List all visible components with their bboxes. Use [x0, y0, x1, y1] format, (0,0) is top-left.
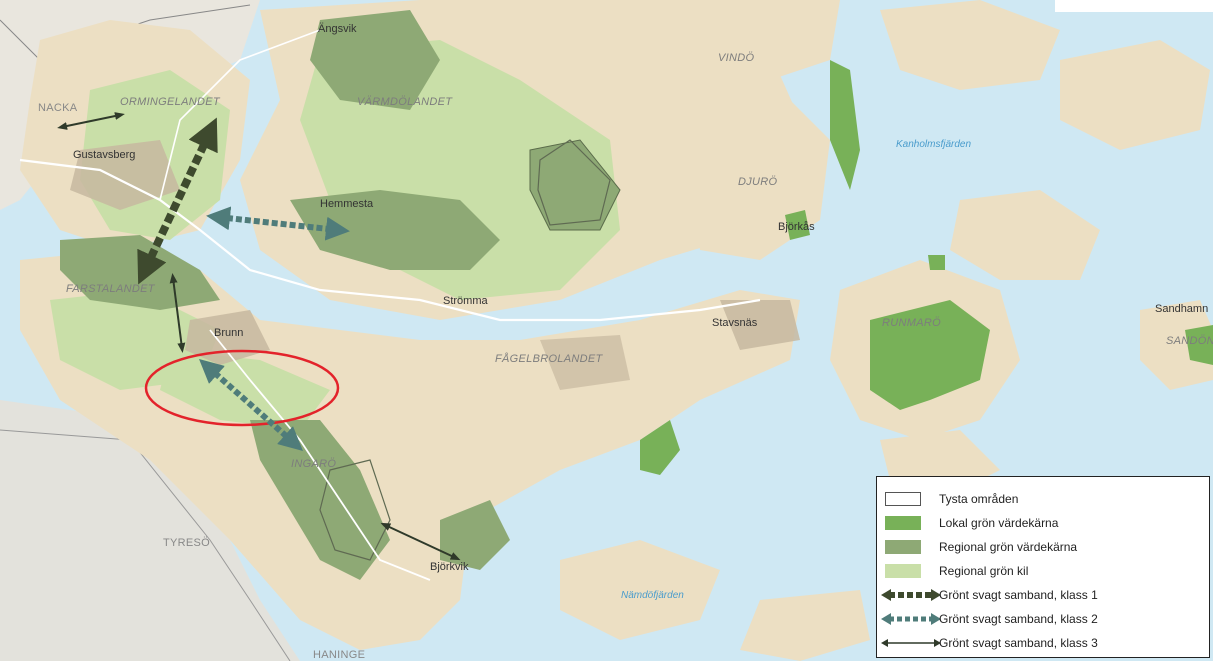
land-south-islands-2	[740, 590, 870, 661]
label-fagelbrolandet: FÅGELBROLANDET	[495, 353, 603, 365]
legend-swatch-tysta	[885, 492, 921, 506]
lokal-gron-vardekarna-sandon	[1185, 325, 1213, 365]
lokal-gron-vardekarna-vindo	[830, 60, 860, 190]
land-east-islands	[880, 0, 1060, 90]
label-ormingelandet: ORMINGELANDET	[120, 96, 220, 108]
label-stromma: Strömma	[443, 295, 488, 307]
label-vindo: VINDÖ	[718, 52, 755, 64]
label-nacka: NACKA	[38, 102, 78, 114]
legend-swatch-regional	[885, 540, 921, 554]
label-runmaro: RUNMARÖ	[882, 317, 941, 329]
label-tyreso: TYRESÖ	[163, 537, 211, 549]
label-bjorkas: Björkås	[778, 221, 815, 233]
label-farstalandet: FARSTALANDET	[66, 283, 155, 295]
legend-label: Lokal grön värdekärna	[939, 516, 1059, 530]
land-south-islands	[560, 540, 720, 640]
lokal-gron-vardekarna-fagelbro	[640, 420, 680, 475]
land-east-islands-3	[950, 190, 1100, 280]
label-bjorkvik: Björkvik	[430, 561, 469, 573]
legend-swatch-lokal	[885, 516, 921, 530]
legend-item-klass2: Grönt svagt samband, klass 2	[877, 609, 1207, 629]
label-hemmesta: Hemmesta	[320, 198, 374, 210]
label-sandhamn: Sandhamn	[1155, 303, 1209, 315]
legend-swatch-kil	[885, 564, 921, 578]
legend-item-klass3: Grönt svagt samband, klass 3	[877, 633, 1207, 653]
land-vindo	[680, 0, 840, 80]
tysta-omraden-varmdo	[537, 139, 611, 226]
arrow-klass2-brunn-ingaro	[199, 359, 303, 451]
label-namdofjarden: Nämdöfjärden	[621, 590, 684, 601]
label-varmdolandet: VÄRMDÖLANDET	[357, 96, 453, 108]
legend-item-klass1: Grönt svagt samband, klass 1	[877, 585, 1207, 605]
legend-label: Grönt svagt samband, klass 1	[939, 588, 1098, 602]
legend-arrow-klass3-icon	[881, 639, 941, 647]
label-angsvik: Ängsvik	[318, 23, 357, 35]
mainland-southwest	[0, 400, 300, 661]
legend-label: Grönt svagt samband, klass 2	[939, 612, 1098, 626]
label-brunn: Brunn	[214, 327, 244, 339]
urban-stavsnas	[720, 300, 800, 350]
label-ingaro: INGARÖ	[291, 458, 337, 470]
regional-gron-vardekarna-mid	[529, 139, 621, 231]
label-haninge: HANINGE	[313, 649, 366, 661]
legend-label: Regional grön kil	[939, 564, 1029, 578]
label-sandon: SANDÖN	[1166, 335, 1213, 347]
land-southeast-islands	[880, 430, 1000, 490]
legend-item-kil: Regional grön kil	[877, 561, 1207, 581]
label-gustavsberg: Gustavsberg	[73, 149, 136, 161]
legend-item-lokal: Lokal grön värdekärna	[877, 513, 1207, 533]
arrow-klass3-ingaro-bjorkvik	[380, 522, 461, 561]
land-east-islands-2	[1060, 40, 1210, 150]
regional-gron-vardekarna-angsvik	[310, 10, 440, 110]
arrow-klass3-farsta-brunn	[169, 273, 186, 353]
top-right-blank	[1055, 0, 1213, 12]
legend-item-regional: Regional grön värdekärna	[877, 537, 1207, 557]
label-djuro: DJURÖ	[738, 176, 778, 188]
legend-arrow-klass1-icon	[881, 589, 941, 601]
arrow-klass2-ormingelandet-hemmesta	[206, 206, 350, 241]
legend-label: Grönt svagt samband, klass 3	[939, 636, 1098, 650]
map-legend: Tysta områden Lokal grön värdekärna Regi…	[876, 476, 1210, 658]
lokal-gron-vardekarna-runmaro	[870, 300, 990, 410]
lokal-gron-vardekarna-bjorkas	[785, 210, 810, 240]
label-stavsnas: Stavsnäs	[712, 317, 758, 329]
land-sandon	[1140, 300, 1213, 390]
municipal-border-south	[0, 429, 291, 661]
lokal-gron-vardekarna-runmaro-north	[928, 255, 945, 270]
legend-item-tysta: Tysta områden	[877, 489, 1207, 509]
tysta-omraden-ingaro	[319, 459, 391, 561]
regional-gron-vardekarna-ingaro	[250, 420, 390, 580]
label-kanholmsfjarden: Kanholmsfjärden	[896, 139, 972, 150]
legend-label: Tysta områden	[939, 492, 1019, 506]
urban-fagelbro	[540, 335, 630, 390]
legend-arrow-klass2-icon	[881, 613, 941, 625]
legend-label: Regional grön värdekärna	[939, 540, 1078, 554]
arrow-klass3-nacka	[57, 112, 125, 130]
